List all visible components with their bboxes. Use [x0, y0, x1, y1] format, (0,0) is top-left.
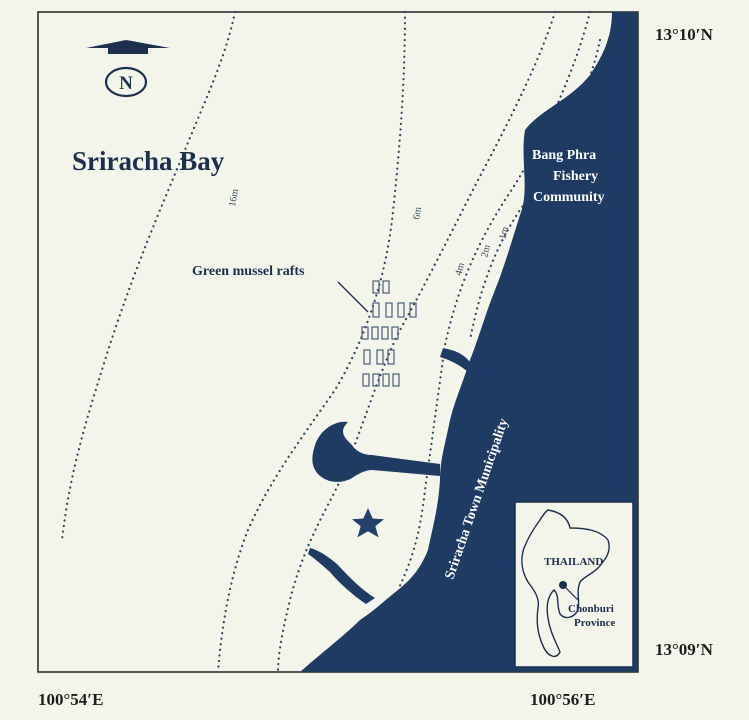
inset-country-label: THAILAND — [544, 556, 603, 568]
depth-label-1m: 1m — [497, 225, 511, 240]
depth-label-6m: 6m — [411, 206, 424, 221]
chonburi-leader — [562, 584, 579, 601]
contour-6m-inner — [276, 10, 557, 674]
inset-map: THAILAND Chonburi Province — [514, 501, 634, 668]
pier-south — [308, 548, 375, 604]
map-title: Sriracha Bay — [72, 146, 225, 176]
inset-province-line2: Province — [574, 617, 615, 629]
depth-label-4m: 4m — [453, 261, 467, 276]
depth-label-2m: 2m — [479, 243, 493, 258]
community-label-line1: Bang Phra — [532, 148, 596, 163]
lon-right-label: 100°56′E — [530, 690, 595, 709]
contour-2m — [468, 38, 602, 342]
raft-leader-line — [337, 281, 369, 313]
contour-16m — [60, 10, 237, 542]
inset-province-line1: Chonburi — [568, 603, 614, 615]
community-label-line2: Fishery — [553, 169, 598, 184]
star-icon — [352, 508, 384, 538]
rafts-label: Green mussel rafts — [192, 264, 305, 279]
lon-left-label: 100°54′E — [38, 690, 103, 709]
north-label: N — [119, 73, 133, 94]
depth-label-16m: 16m — [227, 188, 241, 208]
community-label-line3: Community — [533, 190, 605, 205]
north-arrow-icon: N — [86, 40, 170, 98]
mussel-rafts — [361, 280, 417, 387]
pier-north — [440, 348, 470, 372]
lat-bottom-label: 13°09′N — [655, 640, 714, 659]
lat-top-label: 13°10′N — [655, 25, 714, 44]
pier-middle — [312, 421, 440, 482]
thailand-outline — [521, 509, 610, 658]
